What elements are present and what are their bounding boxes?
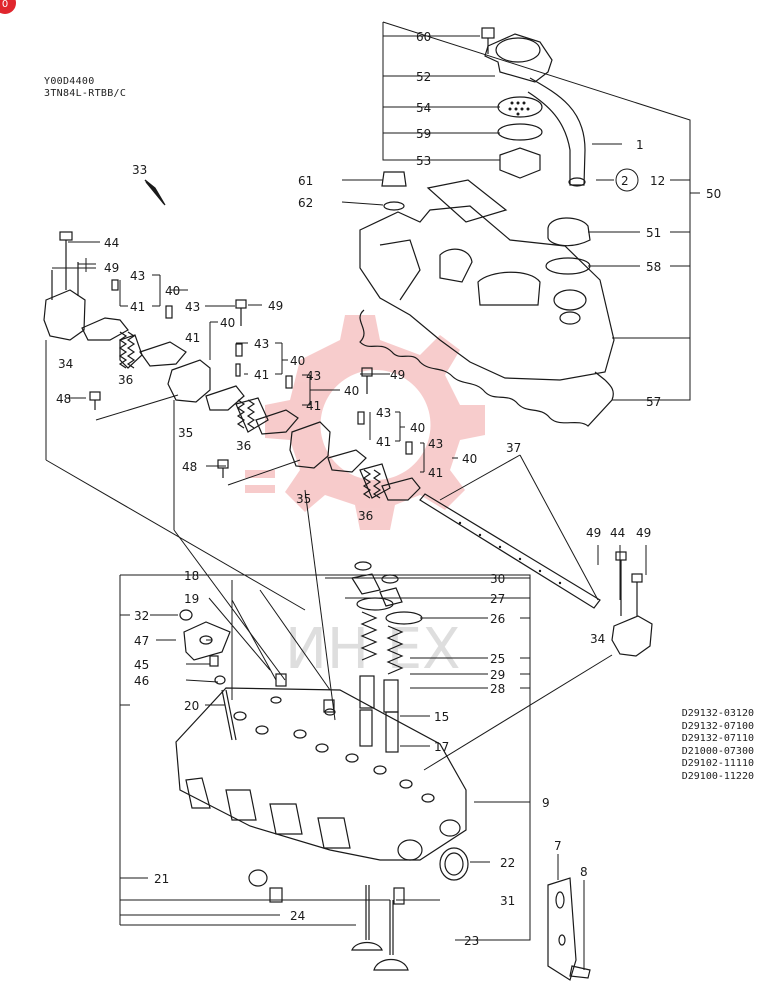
part-number-list: D29132-03120 D29132-07100 D29132-07110 D… <box>682 708 754 783</box>
callout-32: 32 <box>134 609 149 623</box>
callout-48: 48 <box>56 392 71 406</box>
callout-57: 57 <box>646 395 661 409</box>
callout-45: 45 <box>134 658 149 672</box>
callout-43: 43 <box>306 369 321 383</box>
callout-41: 41 <box>306 399 321 413</box>
callout-47: 47 <box>134 634 149 648</box>
callout-7: 7 <box>554 839 562 853</box>
callout-43: 43 <box>428 437 443 451</box>
callout-49: 49 <box>636 526 651 540</box>
callout-41: 41 <box>376 435 391 449</box>
callout-2: 2 <box>621 174 629 188</box>
cylinder-head-assembly <box>175 561 591 981</box>
engine-model: 3TN84L-RTBB/C <box>44 88 127 99</box>
callout-49: 49 <box>104 261 119 275</box>
part-number: D29102-11110 <box>681 758 754 769</box>
callout-19: 19 <box>184 592 199 606</box>
rocker-arm-assembly <box>43 179 653 657</box>
callout-23: 23 <box>464 934 479 948</box>
callout-41: 41 <box>185 331 200 345</box>
callout-35: 35 <box>178 426 193 440</box>
callout-49: 49 <box>390 368 405 382</box>
callout-31: 31 <box>500 894 515 908</box>
callout-40: 40 <box>410 421 425 435</box>
callout-21: 21 <box>154 872 169 886</box>
callout-49: 49 <box>268 299 283 313</box>
callout-40: 40 <box>290 354 305 368</box>
callout-34: 34 <box>590 632 605 646</box>
callout-43: 43 <box>185 300 200 314</box>
callout-52: 52 <box>416 70 431 84</box>
callout-30: 30 <box>490 572 505 586</box>
callout-41: 41 <box>428 466 443 480</box>
callout-41: 41 <box>254 368 269 382</box>
callout-15: 15 <box>434 710 449 724</box>
callout-34: 34 <box>58 357 73 371</box>
callout-43: 43 <box>254 337 269 351</box>
callout-25: 25 <box>490 652 505 666</box>
callout-37: 37 <box>506 441 521 455</box>
callout-44: 44 <box>610 526 625 540</box>
callout-51: 51 <box>646 226 661 240</box>
callout-40: 40 <box>462 452 477 466</box>
callout-43: 43 <box>130 269 145 283</box>
callout-49: 49 <box>586 526 601 540</box>
part-number: D21000-07300 <box>681 745 754 757</box>
callout-60: 60 <box>416 30 431 44</box>
part-number: D29132-07100 <box>681 720 754 732</box>
callout-62: 62 <box>298 196 313 210</box>
callout-17: 17 <box>434 740 449 754</box>
callout-40: 40 <box>344 384 359 398</box>
leader-lines <box>45 21 700 970</box>
part-number: D29132-07110 <box>681 733 754 744</box>
callout-61: 61 <box>298 174 313 188</box>
callout-44: 44 <box>104 236 119 250</box>
callout-58: 58 <box>646 260 661 274</box>
callout-40: 40 <box>165 284 180 298</box>
callout-24: 24 <box>290 909 305 923</box>
callout-8: 8 <box>580 865 588 879</box>
callout-1: 1 <box>636 138 644 152</box>
callout-50: 50 <box>706 187 721 201</box>
callout-46: 46 <box>134 674 149 688</box>
callout-48: 48 <box>182 460 197 474</box>
callout-41: 41 <box>130 300 145 314</box>
callout-36: 36 <box>358 509 373 523</box>
callout-36: 36 <box>236 439 251 453</box>
watermark-text: ИН ЕХ <box>285 617 461 682</box>
corner-badge: 0 <box>0 0 16 14</box>
callout-33: 33 <box>132 163 147 177</box>
callout-54: 54 <box>416 101 431 115</box>
callout-53: 53 <box>416 154 431 168</box>
part-number: D29132-03120 <box>681 708 754 719</box>
callout-27: 27 <box>490 592 505 606</box>
callout-12: 12 <box>650 174 665 188</box>
callout-35: 35 <box>296 492 311 506</box>
callout-20: 20 <box>184 699 199 713</box>
callout-36: 36 <box>118 373 133 387</box>
callout-labels: 60 52 54 59 53 1 2 12 50 61 62 51 58 57 … <box>56 30 721 948</box>
callout-43: 43 <box>376 406 391 420</box>
callout-40: 40 <box>220 316 235 330</box>
callout-26: 26 <box>490 612 505 626</box>
callout-59: 59 <box>416 127 431 141</box>
callout-circle <box>615 168 639 192</box>
callout-22: 22 <box>500 856 515 870</box>
callout-29: 29 <box>490 668 505 682</box>
part-number: D29100-11220 <box>681 770 754 782</box>
valve-cover-assembly <box>359 27 615 427</box>
callout-18: 18 <box>184 569 199 583</box>
callout-9: 9 <box>542 796 550 810</box>
callout-28: 28 <box>490 682 505 696</box>
diagram-code: Y00D4400 <box>44 76 95 87</box>
